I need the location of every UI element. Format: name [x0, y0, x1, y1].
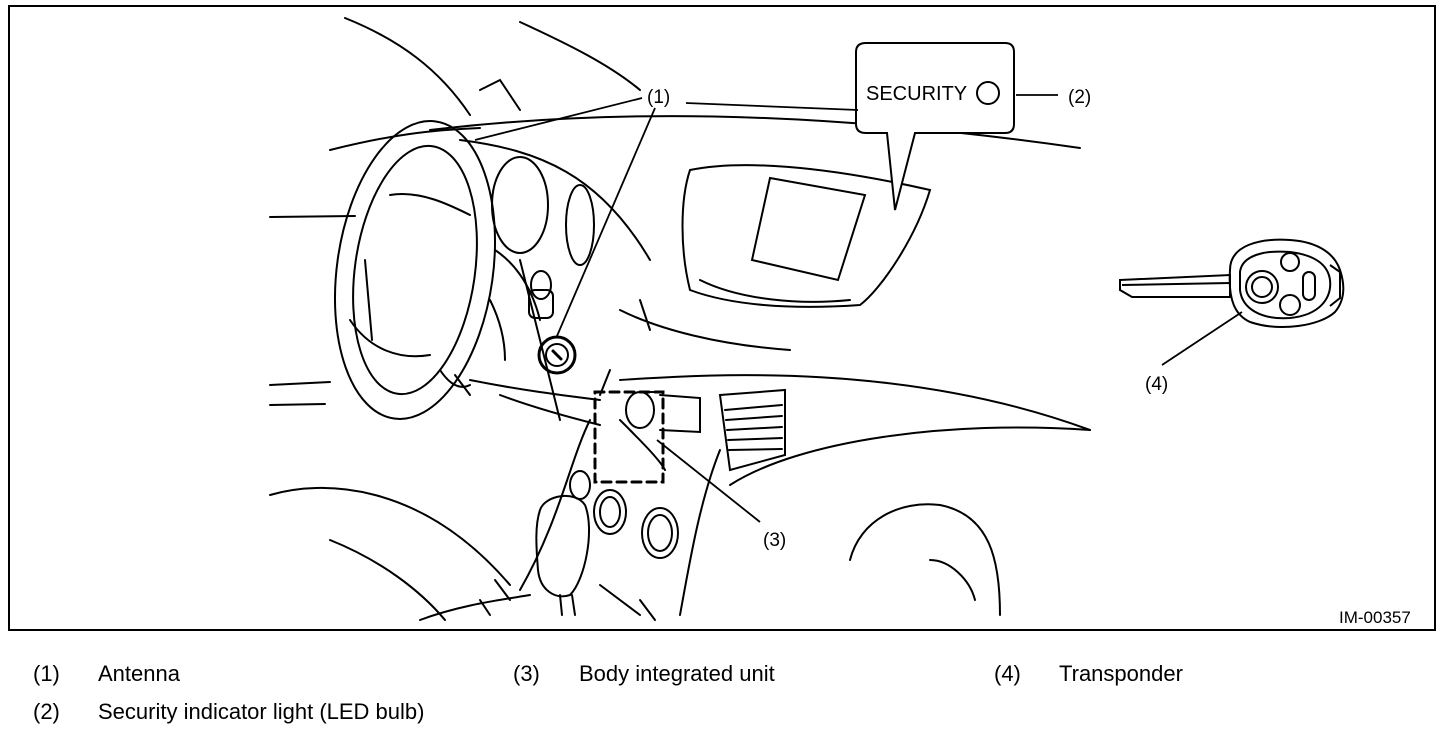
air-vent [718, 388, 786, 472]
callout-3: (3) [763, 530, 786, 551]
callout-4: (4) [1145, 374, 1168, 395]
car-interior-drawing [269, 17, 1091, 621]
leader-lines [474, 94, 1243, 523]
legend-text-1: Antenna [98, 661, 180, 686]
legend-text-3: Body integrated unit [579, 661, 775, 686]
transponder-key [1119, 238, 1345, 328]
body-integrated-unit [593, 390, 701, 484]
security-label: SECURITY [866, 83, 967, 105]
figure-id: IM-00357 [1339, 608, 1411, 627]
ignition-switch [528, 270, 577, 375]
callout-2: (2) [1068, 87, 1091, 108]
legend-text-2: Security indicator light (LED bulb) [98, 699, 425, 724]
instrument-cluster [489, 156, 595, 421]
center-display [681, 164, 932, 308]
gear-shifter [535, 494, 591, 616]
callout-1: (1) [647, 87, 670, 108]
steering-wheel [333, 120, 497, 420]
security-led-icon [976, 81, 1000, 105]
legend-num-3: (3) [513, 661, 540, 686]
legend-text-4: Transponder [1059, 661, 1183, 686]
figure-frame [8, 5, 1436, 631]
console-knobs [569, 470, 679, 559]
legend-num-1: (1) [33, 661, 60, 686]
legend-num-2: (2) [33, 699, 60, 724]
legend-num-4: (4) [994, 661, 1021, 686]
security-callout-box: SECURITY [855, 42, 1015, 211]
